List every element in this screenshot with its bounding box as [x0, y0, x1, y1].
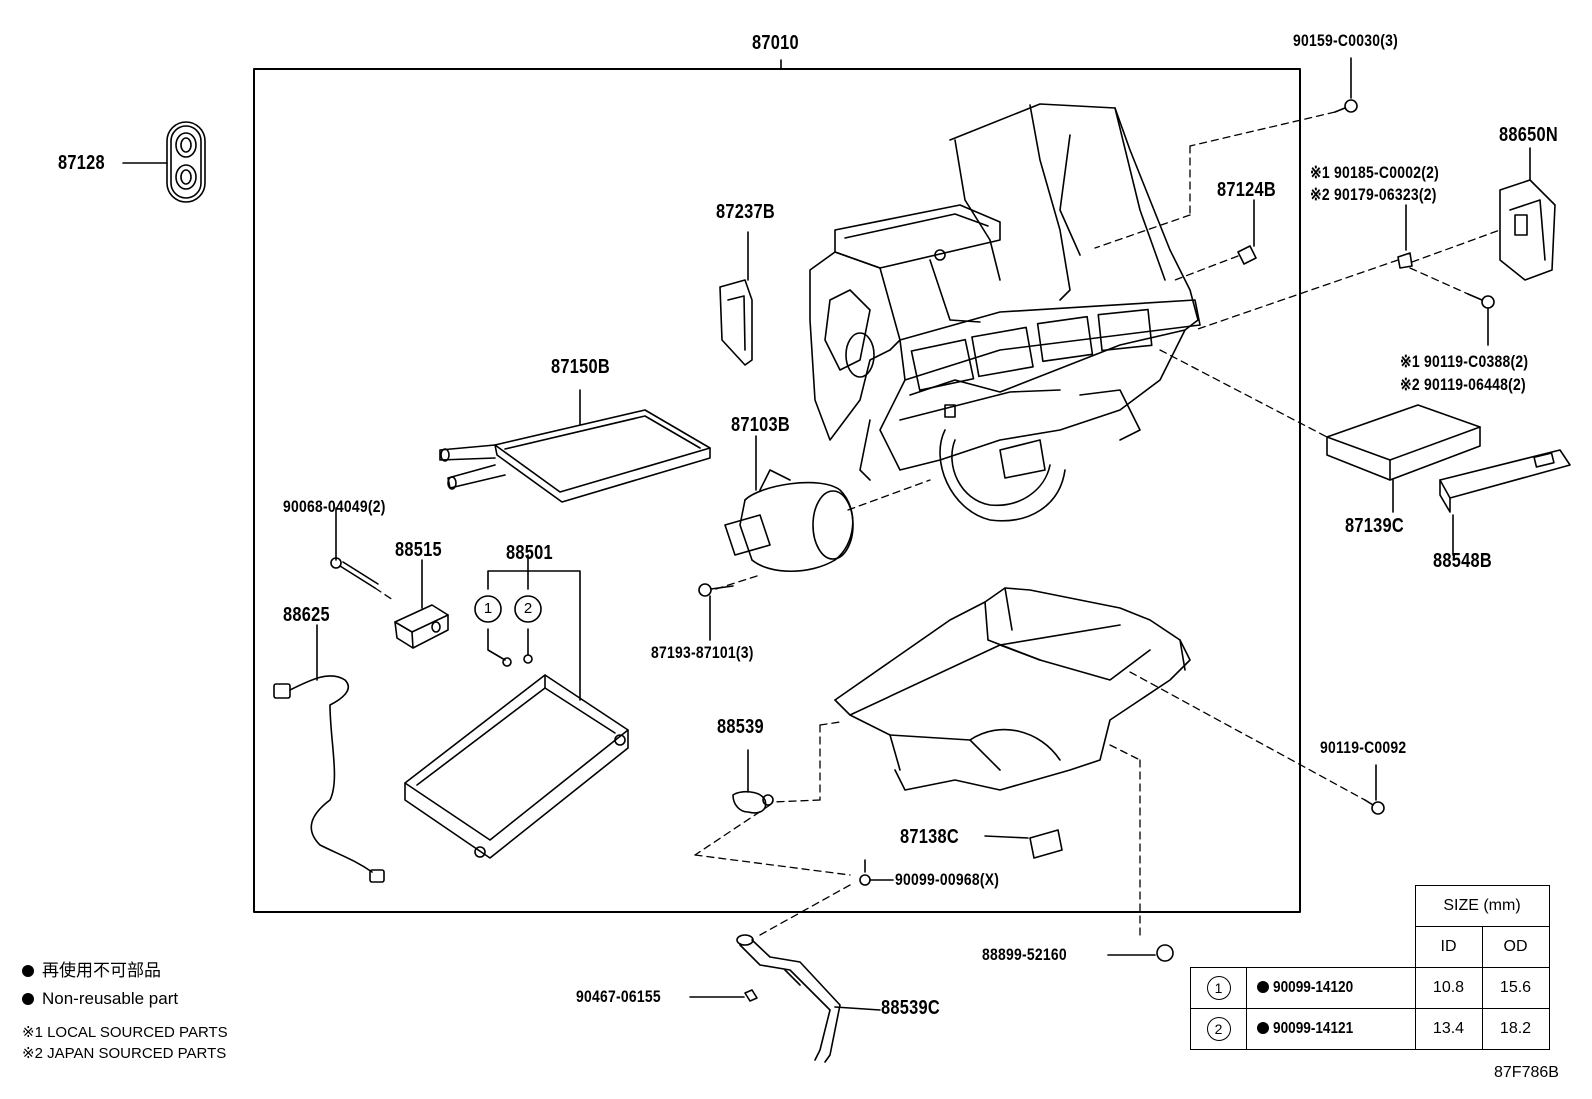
non-reusable-dot-icon	[1257, 981, 1269, 993]
callout-1: 1	[483, 600, 493, 617]
size-table: SIZE (mm) ID OD 1 90099-14120 10.8 15.6 …	[1190, 885, 1550, 1050]
size-table-part: 90099-14121	[1246, 1008, 1416, 1050]
part-label-88625: 88625	[283, 604, 330, 626]
heater-core-87150b-drawing	[439, 389, 711, 503]
assembly-frame	[253, 68, 1301, 913]
part-label-87103b: 87103B	[731, 414, 790, 436]
hvac-case-upper-drawing	[809, 103, 1201, 522]
size-table-od: 18.2	[1481, 1008, 1550, 1050]
part-label-87010: 87010	[752, 32, 799, 54]
blower-motor-87103b-drawing	[724, 435, 854, 573]
size-table-row: 2 90099-14121 13.4 18.2	[1190, 1008, 1550, 1050]
legend-non-reusable-en: Non-reusable part	[22, 989, 178, 1009]
part-label-87128: 87128	[58, 152, 105, 174]
part-label-88899: 88899-52160	[982, 945, 1067, 964]
bolt-90068-drawing	[330, 507, 379, 589]
size-table-header: SIZE (mm)	[1414, 885, 1550, 927]
size-table-part: 90099-14120	[1246, 967, 1416, 1009]
harness-88625-drawing	[273, 624, 385, 883]
part-label-87124b: 87124B	[1217, 179, 1276, 201]
part-label-90099: 90099-00968(X)	[895, 870, 1000, 889]
screw-87193-drawing	[698, 583, 734, 641]
part-label-87138c: 87138C	[900, 826, 959, 848]
size-table-id: 10.8	[1414, 967, 1483, 1009]
fastener-drawings	[689, 57, 1495, 1002]
size-table-col-od: OD	[1481, 926, 1550, 968]
part-label-88539c: 88539C	[881, 997, 940, 1019]
filter-87139c-drawing	[1326, 404, 1481, 513]
part-label-90119-c0092: 90119-C0092	[1320, 738, 1407, 757]
bullet-icon	[22, 993, 34, 1005]
legend-note-1: ※1 LOCAL SOURCED PARTS	[22, 1024, 228, 1041]
part-label-90179: ※2 90179-06323(2)	[1310, 185, 1437, 204]
part-label-87193: 87193-87101(3)	[651, 643, 754, 662]
part-label-90185: ※1 90185-C0002(2)	[1310, 163, 1440, 182]
size-table-blank	[1247, 886, 1416, 927]
part-label-90068: 90068-04049(2)	[283, 497, 386, 516]
cover-88548b-drawing	[1439, 449, 1571, 556]
size-table-blank	[1247, 927, 1416, 968]
size-table-ref: 2	[1190, 1008, 1247, 1050]
size-table-blank	[1191, 886, 1247, 927]
legend-non-reusable-jp: 再使用不可部品	[22, 961, 161, 981]
part-label-87139c: 87139C	[1345, 515, 1404, 537]
dashed-relation-lines	[374, 111, 1501, 936]
size-table-od: 15.6	[1481, 967, 1550, 1009]
callout-2: 2	[523, 600, 533, 617]
module-88650n-drawing	[1499, 147, 1556, 281]
part-label-87237b: 87237B	[716, 201, 775, 223]
size-table-row: 1 90099-14120 10.8 15.6	[1190, 967, 1550, 1009]
size-table-blank	[1191, 927, 1247, 968]
hvac-case-lower-drawing	[834, 587, 1191, 791]
size-table-id: 13.4	[1414, 1008, 1483, 1050]
part-label-88650n: 88650N	[1499, 124, 1558, 146]
part-label-88548b: 88548B	[1433, 550, 1492, 572]
size-table-ref: 1	[1190, 967, 1247, 1009]
seal-87128-drawing	[122, 121, 206, 203]
evaporator-88501-drawing	[404, 554, 629, 859]
part-label-90119-c0388: ※1 90119-C0388(2)	[1400, 352, 1529, 371]
diagram-code: 87F786B	[1494, 1064, 1559, 1081]
size-table-col-id: ID	[1414, 926, 1483, 968]
bracket-87237b-drawing	[719, 231, 753, 366]
part-label-90159: 90159-C0030(3)	[1293, 31, 1398, 50]
part-label-90119-06448: ※2 90119-06448(2)	[1400, 375, 1526, 394]
part-label-88501: 88501	[506, 542, 553, 564]
bullet-icon	[22, 965, 34, 977]
legend-note-2: ※2 JAPAN SOURCED PARTS	[22, 1045, 227, 1062]
sensor-88515-drawing	[394, 559, 449, 649]
part-label-87150b: 87150B	[551, 356, 610, 378]
hose-88539c-drawing	[736, 934, 881, 1063]
part-label-88539: 88539	[717, 716, 764, 738]
sensor-88539-drawing	[732, 749, 774, 814]
part-label-90467: 90467-06155	[576, 987, 661, 1006]
part-label-88515: 88515	[395, 539, 442, 561]
non-reusable-dot-icon	[1257, 1022, 1269, 1034]
